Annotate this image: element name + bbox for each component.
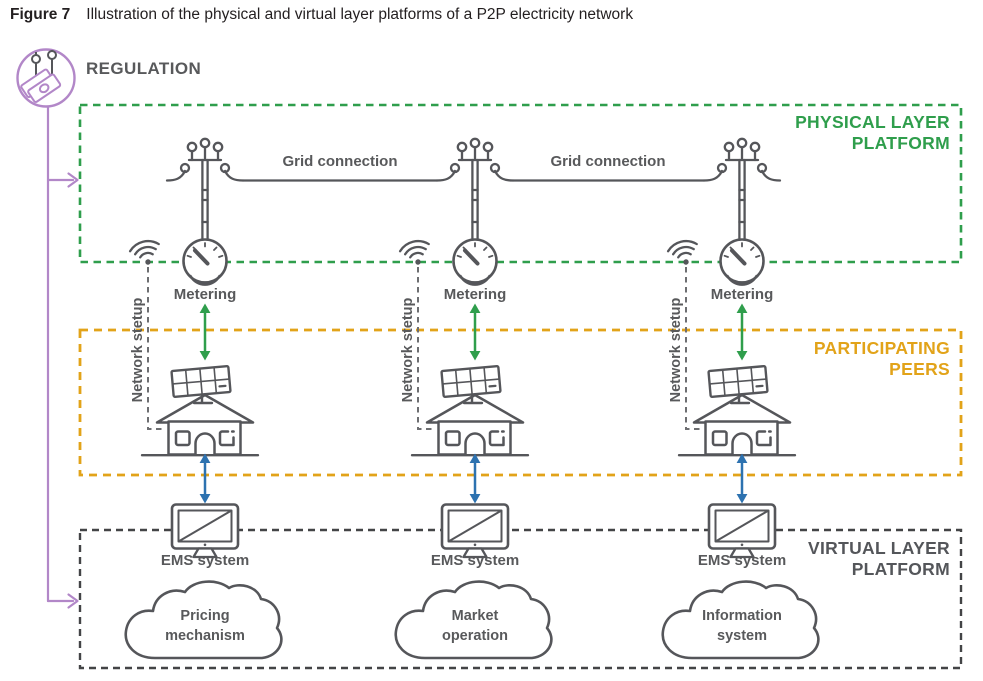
regulation-connector — [46, 104, 79, 609]
network-setup-label: Network stetup — [400, 297, 416, 403]
meter-gauge-icon — [451, 237, 499, 287]
figure-title: Figure 7 Illustration of the physical and… — [10, 6, 633, 24]
network-setup-label: Network stetup — [130, 297, 146, 403]
figure-caption: Illustration of the physical and virtual… — [86, 6, 634, 23]
regulation-icon — [16, 48, 76, 108]
monitor-icon — [170, 503, 240, 559]
ems-system-label: EMS system — [430, 552, 520, 569]
ems-system-label: EMS system — [160, 552, 250, 569]
solar-house-icon — [410, 364, 530, 457]
meter-gauge-icon — [718, 237, 766, 287]
metering-label: Metering — [710, 286, 774, 303]
wifi-icon — [127, 236, 165, 270]
grid-connection-label: Grid connection — [282, 153, 398, 170]
virtual-layer-label: VIRTUAL LAYER PLATFORM — [808, 538, 950, 580]
utility-pole-icon — [165, 137, 245, 243]
cloud-label-market: Market operation — [441, 608, 509, 644]
utility-pole-icon — [435, 137, 515, 243]
participating-peers-label: PARTICIPATING PEERS — [813, 338, 950, 380]
ems-system-label: EMS system — [697, 552, 787, 569]
monitor-icon — [440, 503, 510, 559]
grid-connection-label: Grid connection — [550, 153, 666, 170]
meter-gauge-icon — [181, 237, 229, 287]
wifi-icon — [397, 236, 435, 270]
ems-arrow — [198, 452, 749, 505]
metering-label: Metering — [443, 286, 507, 303]
solar-house-icon — [140, 364, 260, 457]
network-setup-label: Network stetup — [668, 297, 684, 403]
wifi-icon — [665, 236, 703, 270]
money-icon — [20, 68, 62, 103]
cloud-label-pricing: Pricing mechanism — [165, 608, 245, 644]
virtual-layer-box — [78, 528, 963, 670]
figure-number: Figure 7 — [10, 6, 71, 23]
cloud-label-information: Information system — [702, 608, 782, 644]
metering-label: Metering — [173, 286, 237, 303]
physical-layer-label: PHYSICAL LAYER PLATFORM — [795, 112, 950, 154]
participating-peers-box — [78, 328, 963, 477]
regulation-label: REGULATION — [86, 59, 202, 78]
